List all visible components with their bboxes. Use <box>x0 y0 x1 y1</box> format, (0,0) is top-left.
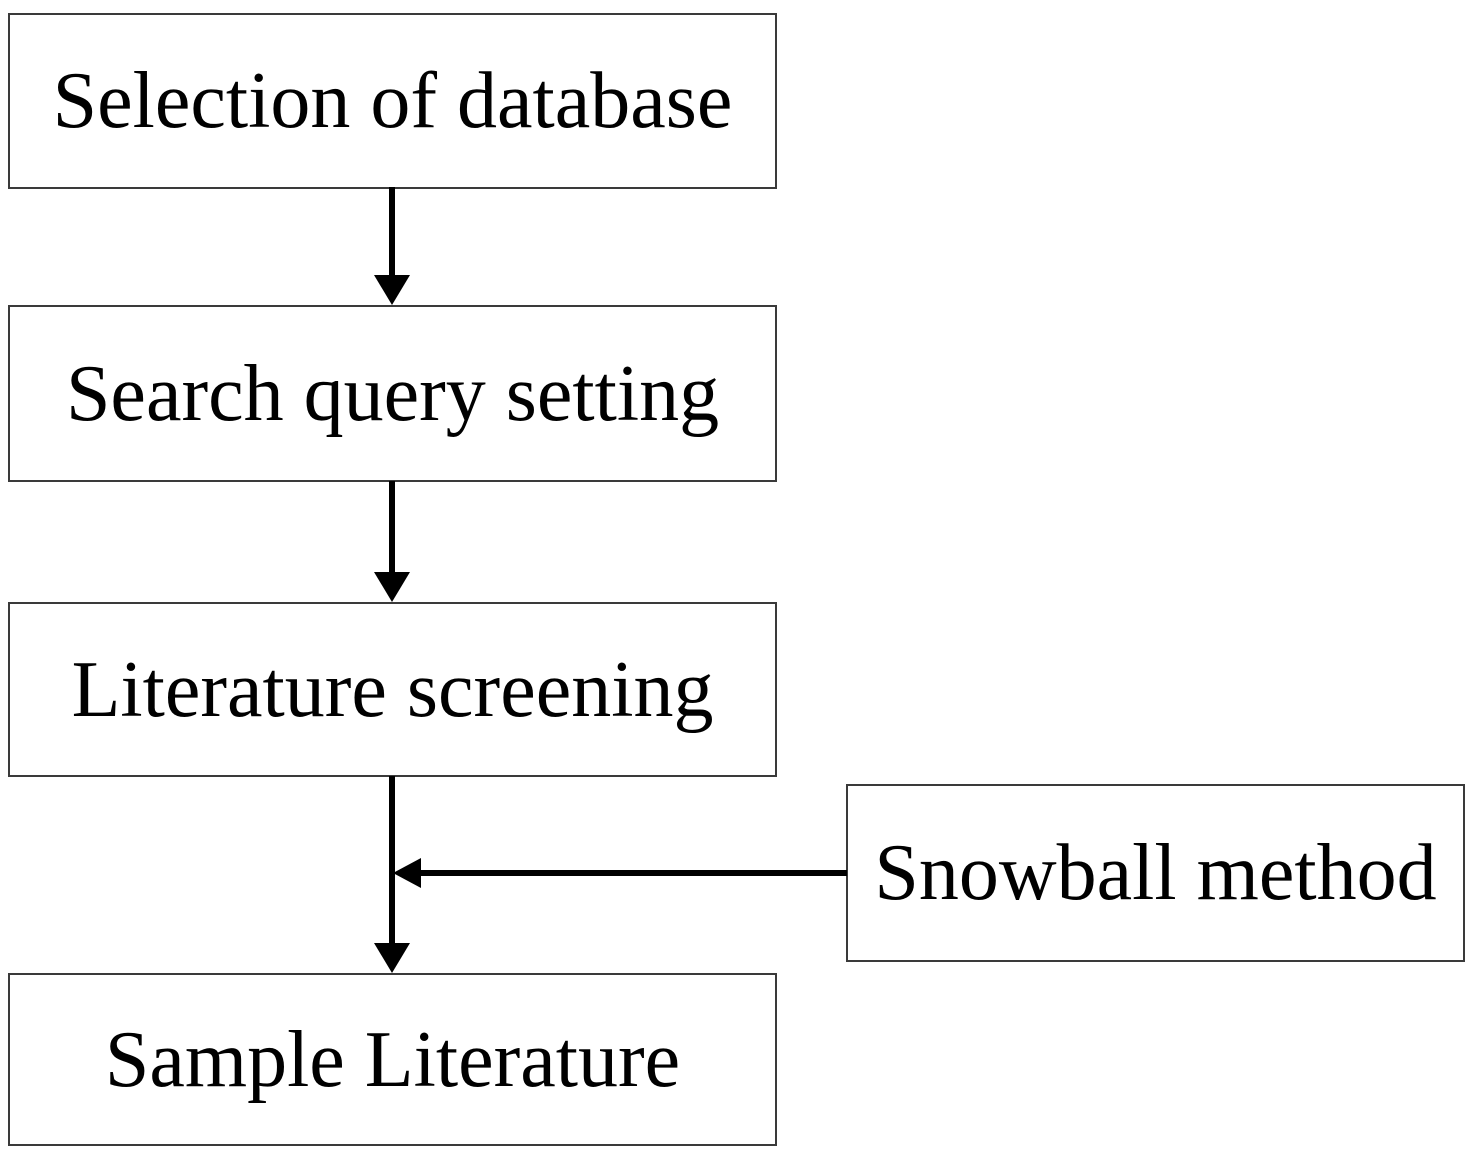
arrow-down-icon <box>374 275 410 305</box>
arrow-down-icon <box>374 943 410 973</box>
node-label: Selection of database <box>52 57 733 145</box>
arrow-selection-to-search-shaft <box>389 187 395 276</box>
node-snowball-method: Snowball method <box>846 784 1465 962</box>
node-label: Literature screening <box>71 645 714 734</box>
arrow-screening-to-sample-shaft <box>389 776 395 944</box>
arrow-snowball-to-connector-shaft <box>420 870 847 876</box>
node-search-query-setting: Search query setting <box>8 305 777 482</box>
node-selection-of-database: Selection of database <box>8 13 777 189</box>
node-label: Sample Literature <box>104 1015 681 1104</box>
node-label: Search query setting <box>65 349 720 438</box>
arrow-left-icon <box>393 858 421 888</box>
arrow-down-icon <box>374 572 410 602</box>
node-sample-literature: Sample Literature <box>8 973 777 1146</box>
node-label: Snowball method <box>874 829 1437 917</box>
arrow-search-to-screening-shaft <box>389 481 395 573</box>
node-literature-screening: Literature screening <box>8 602 777 777</box>
